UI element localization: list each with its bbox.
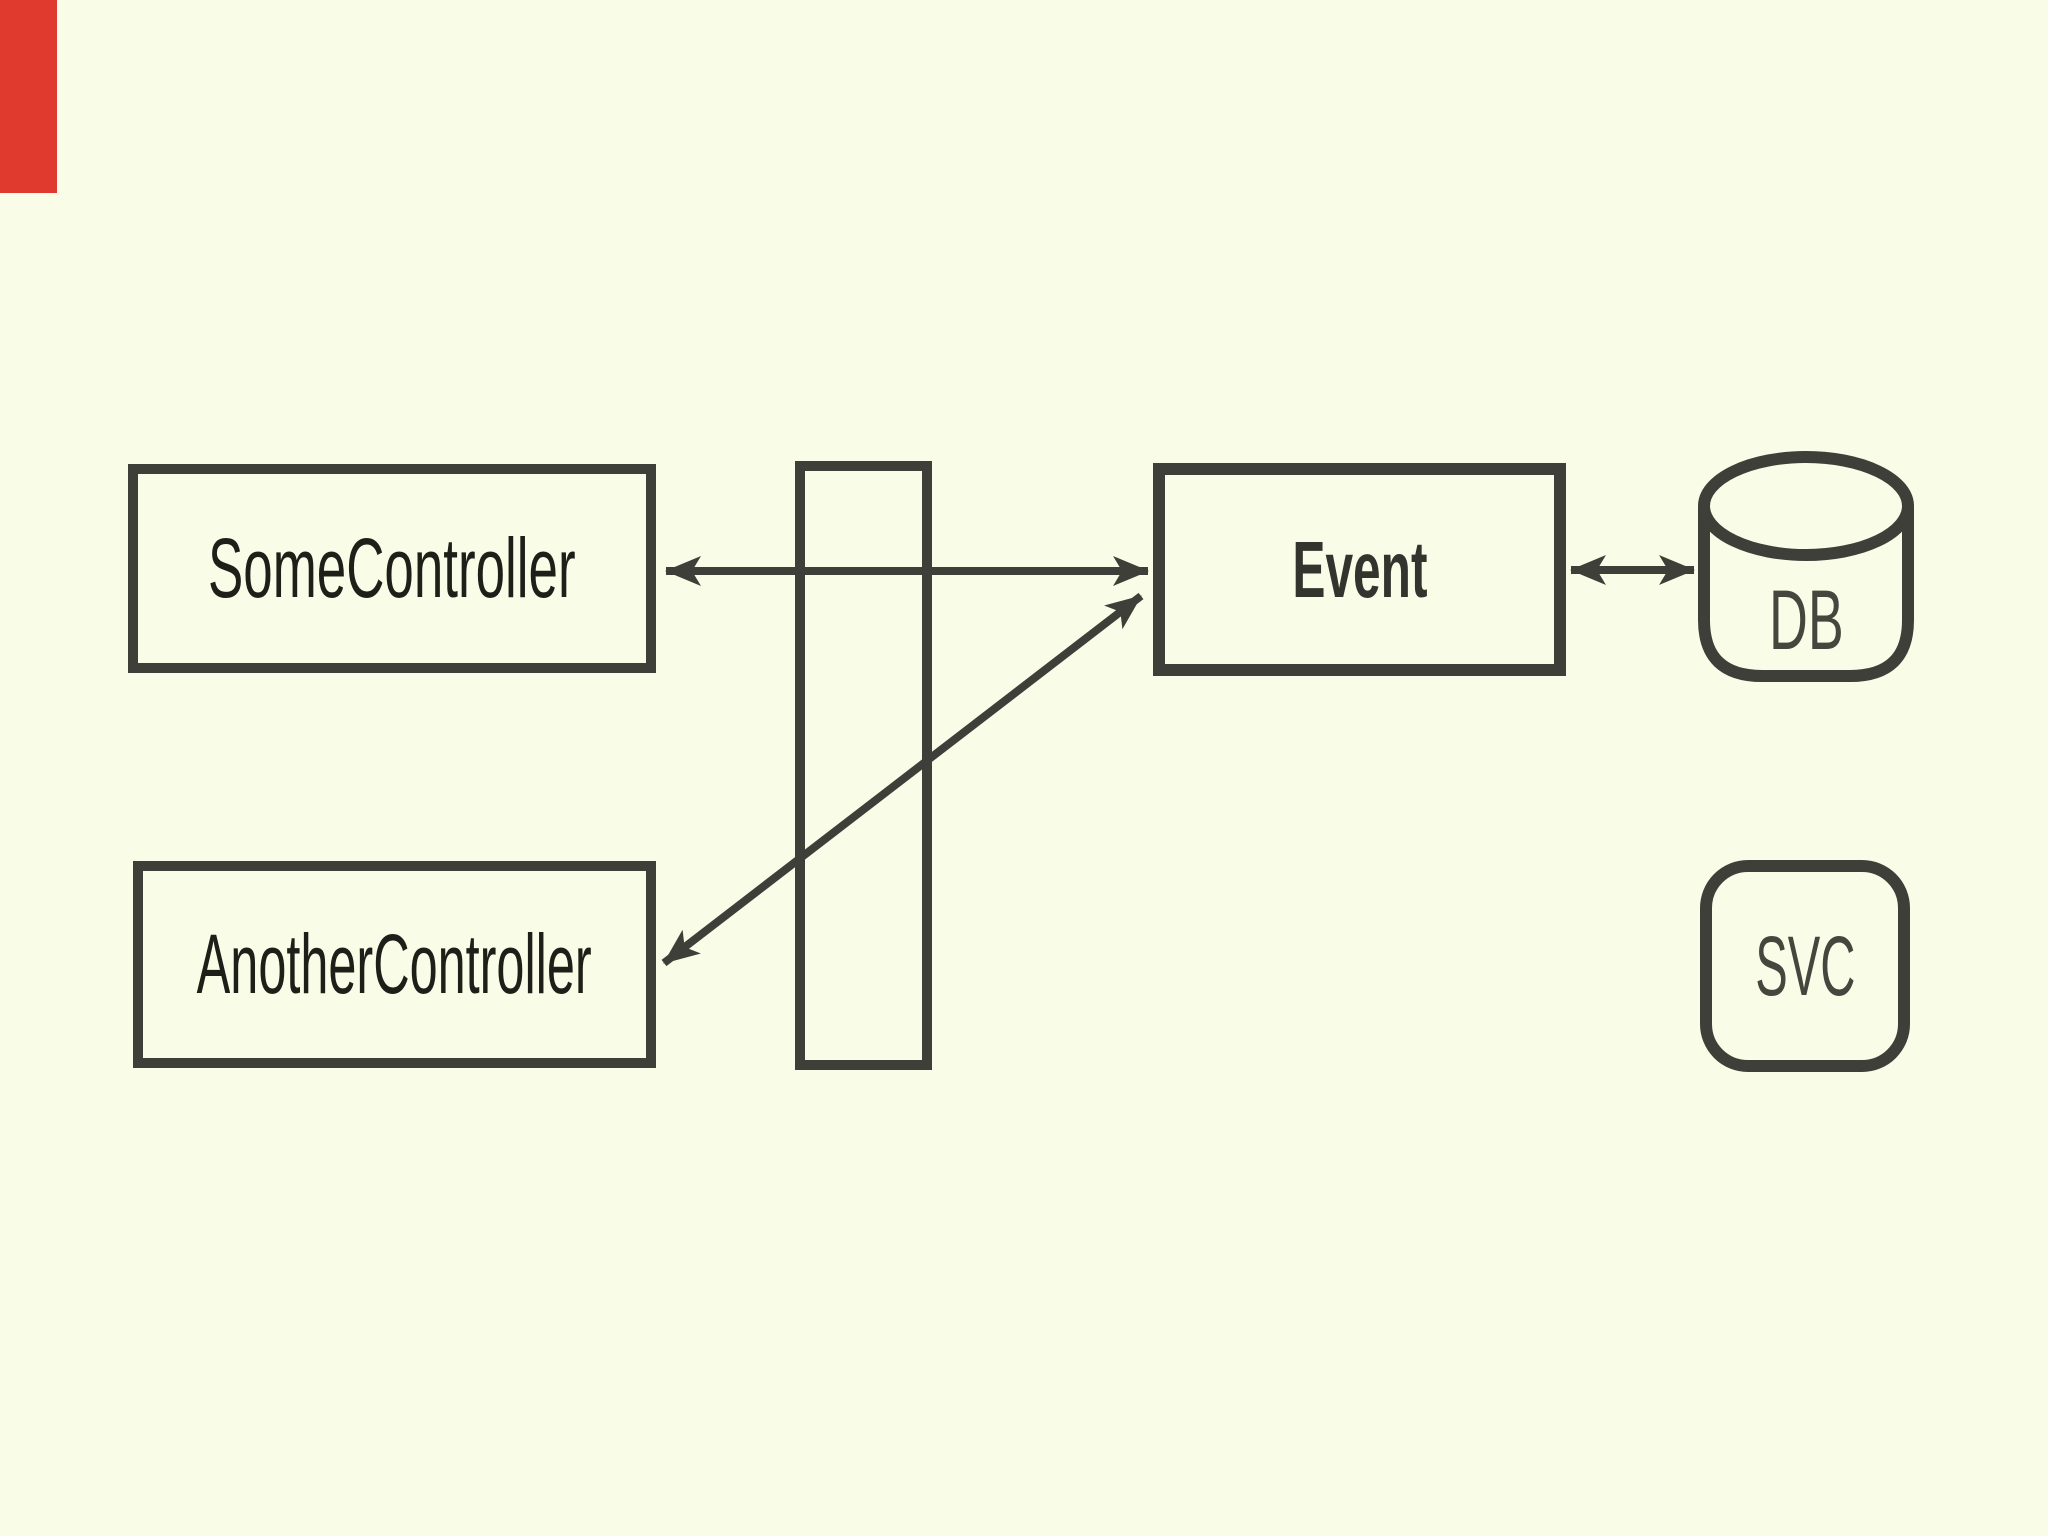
another-controller-label: AnotherController — [196, 917, 593, 1011]
some-controller-label: SomeController — [208, 521, 576, 615]
arrow-anothercontroller-event — [661, 592, 1144, 967]
db-cylinder — [1698, 451, 1914, 682]
db-label-wrap: DB — [1706, 573, 1906, 667]
svc-label: SVC — [1754, 918, 1856, 1013]
node-event: Event — [1153, 463, 1566, 676]
node-another-controller: AnotherController — [133, 861, 656, 1068]
event-bus-bar — [795, 461, 932, 1070]
node-svc: SVC — [1700, 860, 1910, 1072]
event-label: Event — [1291, 524, 1428, 614]
node-some-controller: SomeController — [128, 464, 656, 673]
slide-ribbon — [0, 0, 57, 193]
db-label: DB — [1768, 572, 1844, 667]
